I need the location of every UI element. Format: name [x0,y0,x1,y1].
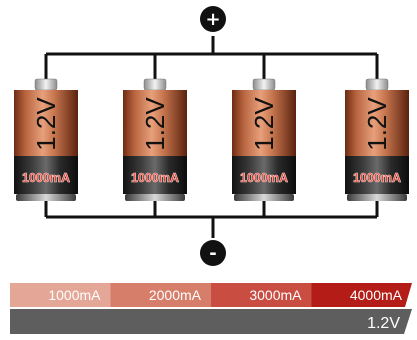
battery-copper-body [14,90,78,156]
negative-symbol: - [209,243,216,264]
capacity-segment-3 [211,283,312,307]
battery-row: 1.2V 1000mA 1.2V 1000mA 1.2V 1000mA 1.2V 1000mA [14,54,409,217]
battery-cap [365,78,389,91]
battery-4: 1.2V 1000mA [345,54,409,217]
battery-black-body [232,156,296,194]
capacity-segment-2 [110,283,211,307]
battery-3: 1.2V 1000mA [232,54,296,217]
battery-copper-body [345,90,409,156]
battery-voltage-label: 1.2V [362,97,392,151]
positive-symbol: + [205,9,220,30]
battery-capacity-label: 1000mA [353,171,401,185]
voltage-bar: 1.2V [10,309,412,334]
capacity-segment-label: 3000mA [249,287,302,303]
negative-terminal: - [200,217,226,266]
battery-2: 1.2V 1000mA [123,54,187,217]
capacity-segment-label: 4000mA [350,287,403,303]
battery-cap [252,78,276,91]
voltage-bar-label: 1.2V [367,315,400,332]
battery-base [234,194,294,201]
battery-black-body [14,156,78,194]
voltage-bar-fill [10,309,412,334]
battery-base [347,194,407,201]
battery-1: 1.2V 1000mA [14,54,78,217]
battery-cap [34,78,58,91]
positive-terminal-circle [200,6,226,32]
battery-capacity-label: 1000mA [131,171,179,185]
negative-terminal-circle [200,240,226,266]
battery-copper-body [123,90,187,156]
capacity-segment-1 [10,283,111,307]
battery-voltage-label: 1.2V [31,97,61,151]
capacity-scale-bar: 1000mA 2000mA 3000mA 4000mA [10,283,412,307]
battery-base [125,194,185,201]
capacity-segment-4 [311,283,412,307]
battery-capacity-label: 1000mA [240,171,288,185]
battery-black-body [345,156,409,194]
battery-voltage-label: 1.2V [249,97,279,151]
positive-terminal: + [200,6,226,54]
battery-copper-body [232,90,296,156]
battery-cap [143,78,167,91]
battery-black-body [123,156,187,194]
battery-base [16,194,76,201]
capacity-segment-label: 1000mA [48,287,101,303]
battery-capacity-label: 1000mA [22,171,70,185]
capacity-segment-label: 2000mA [149,287,202,303]
battery-voltage-label: 1.2V [140,97,170,151]
